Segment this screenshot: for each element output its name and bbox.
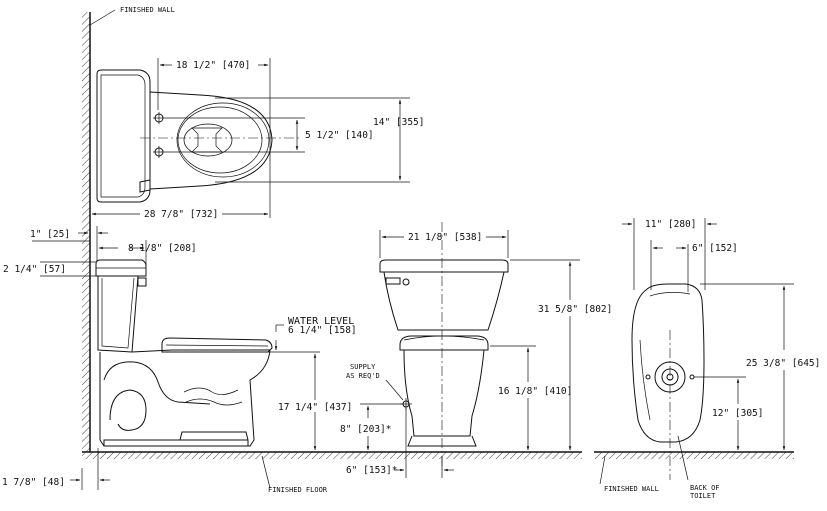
finished-floor-label: FINISHED FLOOR [268, 486, 328, 494]
dim-front-width: 21 1/8" [538] [408, 232, 482, 243]
toilet-side-view [95, 259, 273, 447]
dim-tank-lid: 2 1/4" [57] [3, 264, 66, 275]
dim-tank-depth: 8 1/8" [208] [128, 243, 197, 254]
dim-supply-height: 8" [203]* [340, 424, 391, 435]
toilet-back-view [631, 283, 705, 480]
dim-top-width: 18 1/2" [470] [176, 60, 250, 71]
dim-back-height: 25 3/8" [645] [746, 358, 820, 369]
dim-outlet-width: 11" [280] [645, 219, 696, 230]
finished-wall-right [594, 451, 794, 459]
dim-bolt-spacing: 5 1/2" [140] [305, 130, 374, 141]
finished-floor-left [82, 451, 582, 459]
water-level-value: 6 1/4" [158] [288, 325, 357, 336]
back-of-toilet-label-2: TOILET [690, 492, 716, 500]
finished-wall-label-right: FINISHED WALL [604, 485, 659, 493]
water-level-label: WATER LEVEL [288, 316, 354, 327]
toilet-front-view [379, 222, 509, 470]
finished-wall-label-top: FINISHED WALL [120, 6, 175, 14]
supply-label-2: AS REQ'D [346, 372, 380, 380]
dim-supply-offset: 6" [153]* [346, 465, 397, 476]
back-of-toilet-label-1: BACK OF [690, 484, 720, 492]
toilet-top-view [96, 69, 300, 203]
dim-seat-height: 16 1/8" [410] [498, 386, 572, 397]
dim-overall-height: 31 5/8" [802] [538, 304, 612, 315]
dim-rim-height: 17 1/4" [437] [278, 402, 352, 413]
dim-overall-length: 28 7/8" [732] [144, 209, 218, 220]
dim-outlet-offset: 6" [152] [692, 243, 738, 254]
dim-wall-gap: 1" [25] [30, 229, 70, 240]
dim-rough-in: 12" [305] [712, 408, 763, 419]
supply-label-1: SUPPLY [350, 363, 376, 371]
dim-floor-offset: 1 7/8" [48] [2, 477, 65, 488]
finished-wall-left [82, 12, 91, 452]
dim-top-depth: 14" [355] [373, 117, 424, 128]
